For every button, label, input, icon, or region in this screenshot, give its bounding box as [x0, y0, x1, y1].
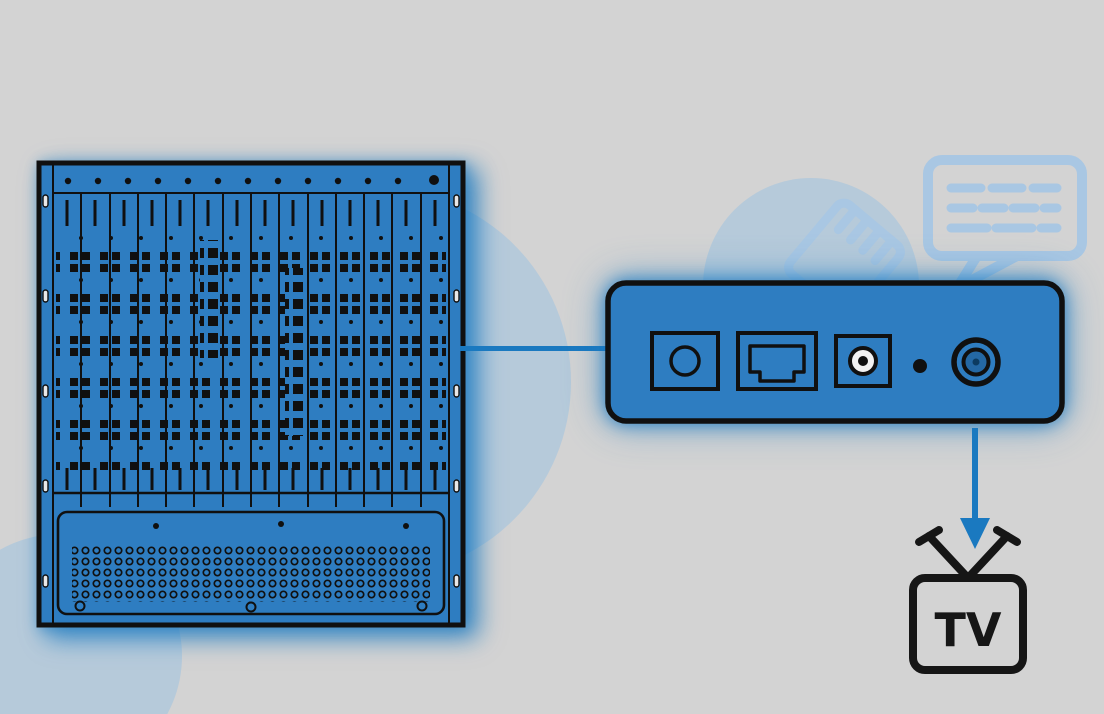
set-top-box-icon: [602, 278, 1072, 432]
top-rail-screws: [64, 175, 439, 185]
card-slot-separators: [52, 193, 450, 493]
tv-antenna: [915, 526, 1021, 582]
tv-label: TV: [935, 603, 1002, 657]
card-ejector-handles: [65, 200, 437, 490]
chassis-to-stb-link-line: [460, 346, 610, 351]
round-connector-port: [650, 331, 720, 391]
vent-section: [56, 510, 446, 616]
small-button: [913, 359, 927, 373]
controller-card-ports: [200, 240, 303, 436]
tv-icon: TV: [893, 520, 1043, 686]
coax-connector: [951, 337, 1001, 387]
down-arrow-icon: [953, 425, 997, 559]
speech-bubble-icon: [915, 150, 1090, 306]
stb-graphic: [605, 280, 1065, 424]
chassis-graphic: [36, 160, 466, 628]
tv-body: [909, 574, 1027, 674]
power-jack-port: [834, 334, 892, 388]
mounting-screw-slots: [42, 194, 460, 588]
ethernet-port: [736, 331, 818, 391]
headend-chassis-icon: [36, 160, 466, 632]
card-guide-ticks: [80, 493, 422, 507]
